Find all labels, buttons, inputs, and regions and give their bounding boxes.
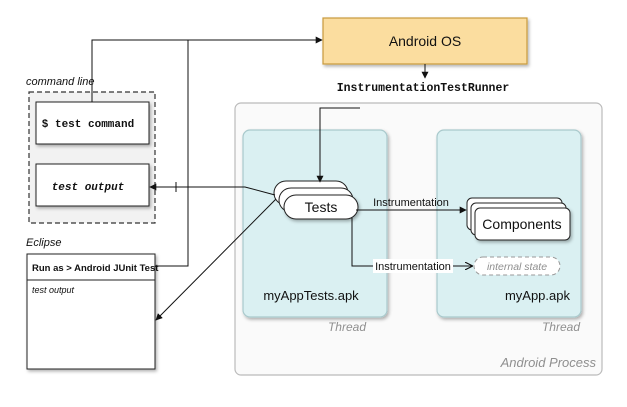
android-os-label: Android OS (389, 33, 461, 49)
edge-test-command-to-os (91, 36, 323, 102)
instrumentation-label-1: Instrumentation (373, 197, 449, 209)
components-stack-front (474, 207, 571, 241)
edge-eclipse-to-os (155, 40, 189, 267)
test-thread-label: Thread (328, 320, 366, 334)
instrumentation-label-2-bg (373, 259, 453, 273)
edge-tests-to-eclipse (155, 198, 277, 321)
eclipse-window (26, 253, 156, 370)
components-label: Components (482, 216, 561, 232)
tests-stack-front (283, 194, 359, 220)
edge-tests-to-output (149, 183, 276, 196)
test-app-box (242, 129, 388, 318)
target-apk-label: myApp.apk (505, 288, 571, 303)
test-output-label: test output (52, 182, 125, 194)
test-output-box (35, 163, 150, 207)
test-apk-label: myAppTests.apk (263, 288, 359, 303)
test-command-label: $ test command (42, 119, 134, 131)
target-thread-label: Thread (542, 320, 580, 334)
android-os-node: Android OS (322, 17, 528, 65)
test-command-box (35, 101, 150, 145)
test-runner-label: InstrumentationTestRunner (337, 82, 510, 95)
android-os-box (322, 17, 528, 65)
eclipse-test-output-label: test output (32, 285, 75, 295)
command-line-group: command line $ test command test output (26, 76, 156, 224)
command-line-title: command line (26, 76, 94, 88)
instrumentation-label-2: Instrumentation (375, 261, 451, 273)
edge-runner-to-tests (316, 107, 360, 183)
internal-state-node: internal state (473, 256, 561, 276)
run-as-label: Run as > Android JUnit Test (32, 263, 159, 274)
android-process-label: Android Process (500, 355, 597, 370)
eclipse-title: Eclipse (26, 237, 61, 249)
tests-node: Tests (273, 180, 359, 220)
tests-label: Tests (305, 199, 338, 215)
eclipse-group: Eclipse Run as > Android JUnit Test test… (26, 237, 159, 370)
components-node: Components (466, 197, 571, 241)
internal-state-box (473, 256, 561, 276)
test-app-thread-box: myAppTests.apk Thread (242, 129, 388, 334)
internal-state-label: internal state (487, 261, 547, 273)
